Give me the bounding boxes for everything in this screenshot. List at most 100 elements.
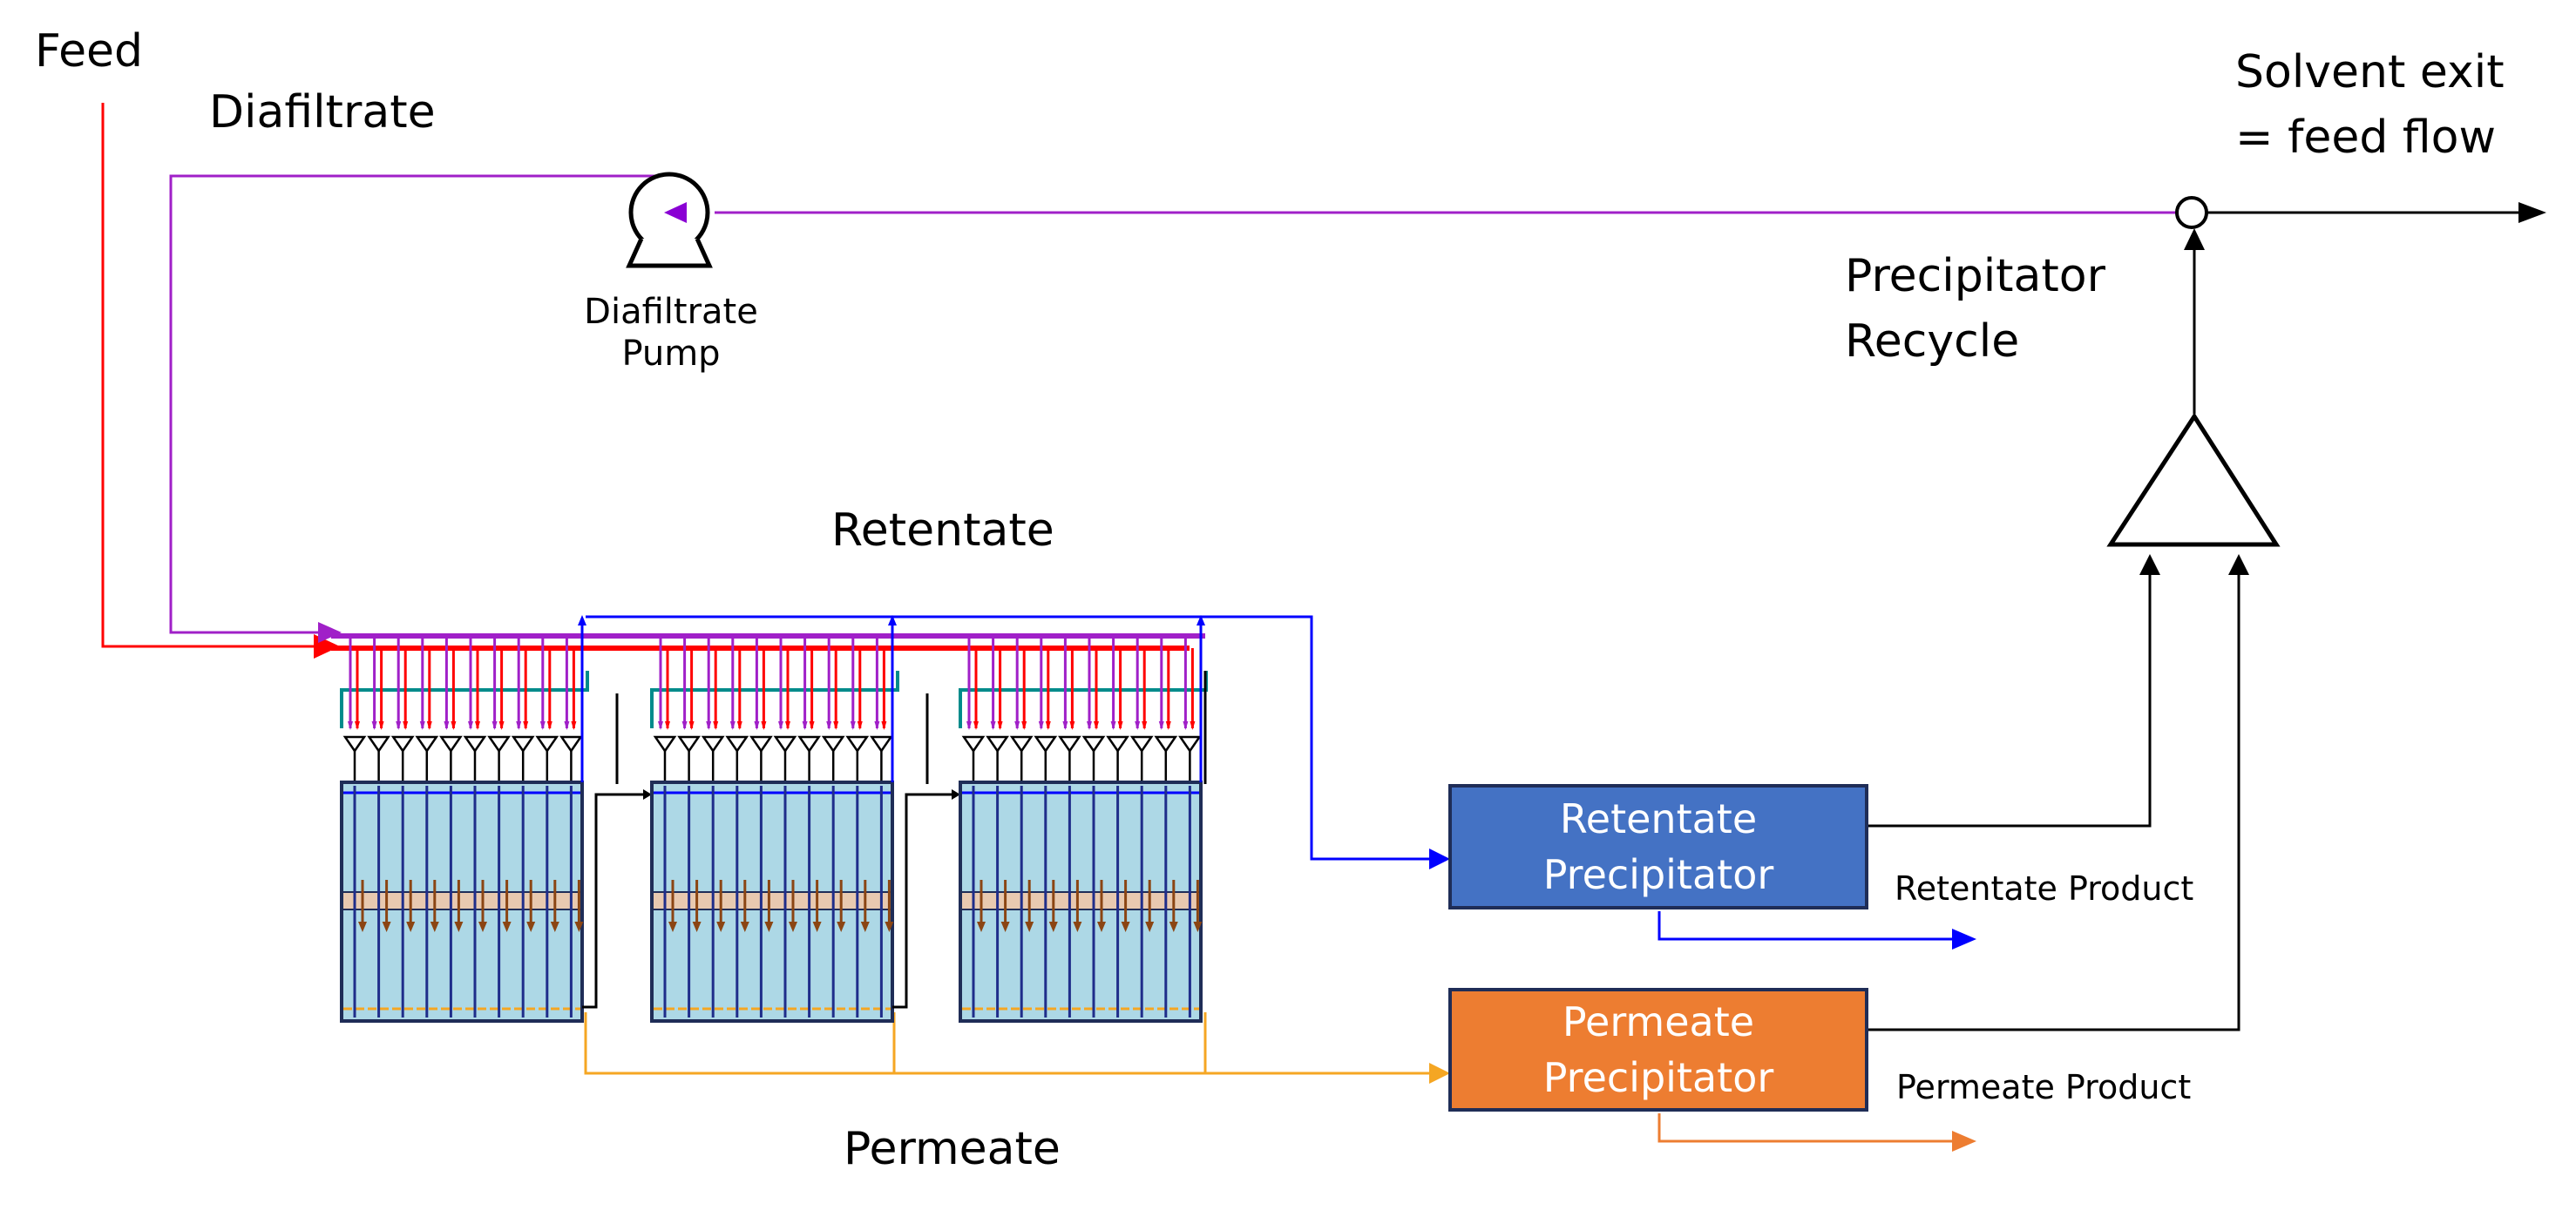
flux-arrow-head bbox=[668, 922, 677, 932]
diafiltrate-branch-arrowhead bbox=[1014, 721, 1020, 730]
diafiltrate-branch-arrowhead bbox=[1038, 721, 1044, 730]
flux-arrow-head bbox=[382, 922, 391, 932]
diafiltrate-arrowhead bbox=[318, 622, 342, 643]
mixer-funnel-icon bbox=[961, 735, 986, 754]
solvent-label-line1: Solvent exit bbox=[2235, 46, 2505, 98]
series-connector-arrowhead bbox=[643, 789, 652, 800]
mixer-funnel-icon bbox=[415, 735, 439, 754]
retentate-riser-arrowhead bbox=[888, 615, 897, 625]
flux-arrow-head bbox=[358, 922, 367, 932]
flux-arrow-head bbox=[1025, 922, 1034, 932]
feed-branch-arrowhead bbox=[761, 721, 767, 730]
feed-branch-arrowhead bbox=[1094, 721, 1099, 730]
membrane-modules bbox=[331, 615, 1208, 1023]
pump-label-line2: Pump bbox=[621, 334, 721, 374]
mixer-funnel-icon bbox=[797, 735, 821, 754]
diafiltrate-branch-arrowhead bbox=[539, 721, 546, 730]
permeate-product-arrowhead bbox=[1952, 1131, 1976, 1152]
mixer-funnel-icon bbox=[342, 735, 367, 754]
mixer-funnel-icon bbox=[1129, 735, 1154, 754]
feed-branch-arrowhead bbox=[546, 721, 552, 730]
solvent-junction-icon bbox=[2175, 196, 2208, 229]
flux-arrow-head bbox=[812, 922, 822, 932]
flux-arrow-head bbox=[1169, 922, 1178, 932]
retentate-riser-arrowhead bbox=[1196, 615, 1205, 625]
feed-branch-arrowhead bbox=[1142, 721, 1148, 730]
series-connector bbox=[892, 793, 953, 1009]
permeate-header-arrowhead bbox=[1429, 1063, 1450, 1084]
retentate-precip-out-line bbox=[1868, 575, 2152, 828]
diafiltrate-branch-arrowhead bbox=[990, 721, 996, 730]
mixer-funnel-icon bbox=[1178, 735, 1202, 754]
mixer-funnel-icon bbox=[725, 735, 749, 754]
mixer-funnel-icon bbox=[821, 735, 845, 754]
feed-branch-arrowhead bbox=[1165, 721, 1171, 730]
feed-branch-arrowhead bbox=[1190, 721, 1196, 730]
retentate-riser-arrowhead bbox=[578, 615, 586, 625]
series-connector bbox=[582, 793, 645, 1009]
diafiltrate-branch-arrowhead bbox=[564, 721, 570, 730]
diafiltrate-branch-arrowhead bbox=[754, 721, 760, 730]
permeate-precip-out-arrowhead bbox=[2228, 554, 2249, 575]
flux-arrow-head bbox=[406, 922, 416, 932]
flux-arrow-head bbox=[764, 922, 774, 932]
retentate-header-line bbox=[586, 615, 1429, 861]
mixer-funnel-icon bbox=[559, 735, 583, 754]
mixer-funnel-icon bbox=[390, 735, 415, 754]
flux-arrow-head bbox=[550, 922, 559, 932]
mixer-funnel-icon bbox=[870, 735, 893, 754]
mixer-funnel-icon bbox=[1058, 735, 1081, 754]
feed-branch-arrowhead bbox=[475, 721, 480, 730]
diafiltrate-branch-arrowhead bbox=[419, 721, 425, 730]
flux-arrow-head bbox=[1097, 922, 1106, 932]
retentate-label: Retentate bbox=[831, 504, 1054, 557]
diafiltrate-branch-arrowhead bbox=[444, 721, 450, 730]
mixer-funnel-icon bbox=[1106, 735, 1129, 754]
feed-branch-arrowhead bbox=[688, 721, 695, 730]
recycle-riser-arrowhead bbox=[2184, 228, 2205, 250]
diafiltrate-branch-arrowhead bbox=[681, 721, 688, 730]
feed-branch-arrowhead bbox=[355, 721, 360, 730]
permeate-label: Permeate bbox=[844, 1123, 1061, 1175]
permeate-header-line bbox=[584, 1012, 1429, 1075]
mixer-funnel-icon bbox=[1009, 735, 1034, 754]
feed-branch-arrowhead bbox=[426, 721, 432, 730]
diafiltrate-branch-arrowhead bbox=[966, 721, 972, 730]
flux-arrow-head bbox=[977, 922, 986, 932]
feed-branch-arrowhead bbox=[1045, 721, 1051, 730]
diafiltrate-branch-arrowhead bbox=[491, 721, 498, 730]
flux-arrow-head bbox=[1145, 922, 1155, 932]
diafiltrate-branch-arrowhead bbox=[802, 721, 808, 730]
mixer-funnel-icon bbox=[487, 735, 511, 754]
flux-arrow-head bbox=[1073, 922, 1082, 932]
feed-branch-arrowhead bbox=[881, 721, 887, 730]
mixer-funnel-icon bbox=[367, 735, 390, 754]
mixer-funnel-icon bbox=[749, 735, 773, 754]
flux-arrow-head bbox=[430, 922, 439, 932]
flux-arrow-head bbox=[789, 922, 797, 932]
flux-arrow-head bbox=[716, 922, 726, 932]
mixer-funnel-icon bbox=[653, 735, 677, 754]
feed-branch-arrowhead bbox=[665, 721, 670, 730]
permeate-precip-out-line bbox=[1868, 575, 2240, 1031]
flux-arrow-head bbox=[837, 922, 846, 932]
diafiltrate-branch-arrowhead bbox=[1135, 721, 1141, 730]
retentate-header-arrowhead bbox=[1429, 849, 1450, 869]
mixer-funnel-icon bbox=[535, 735, 559, 754]
retentate-precipitator-line1: Retentate bbox=[1559, 794, 1758, 842]
feed-branch-arrowhead bbox=[1069, 721, 1075, 730]
mixer-funnel-icon bbox=[773, 735, 797, 754]
diafiltrate-branch-arrowhead bbox=[778, 721, 783, 730]
permeate-precipitator-line1: Permeate bbox=[1562, 997, 1755, 1045]
feed-line bbox=[101, 103, 314, 648]
feed-branch-arrowhead bbox=[997, 721, 1003, 730]
diafiltrate-branch-arrowhead bbox=[371, 721, 377, 730]
diafiltrate-pump-icon bbox=[626, 172, 713, 268]
diafiltrate-branch-arrowhead bbox=[874, 721, 880, 730]
retentate-precip-out-arrowhead bbox=[2139, 554, 2160, 575]
mixer-funnel-icon bbox=[1081, 735, 1106, 754]
feed-branch-arrowhead bbox=[809, 721, 815, 730]
feed-branch-arrowhead bbox=[785, 721, 790, 730]
feed-branch-arrowhead bbox=[736, 721, 742, 730]
